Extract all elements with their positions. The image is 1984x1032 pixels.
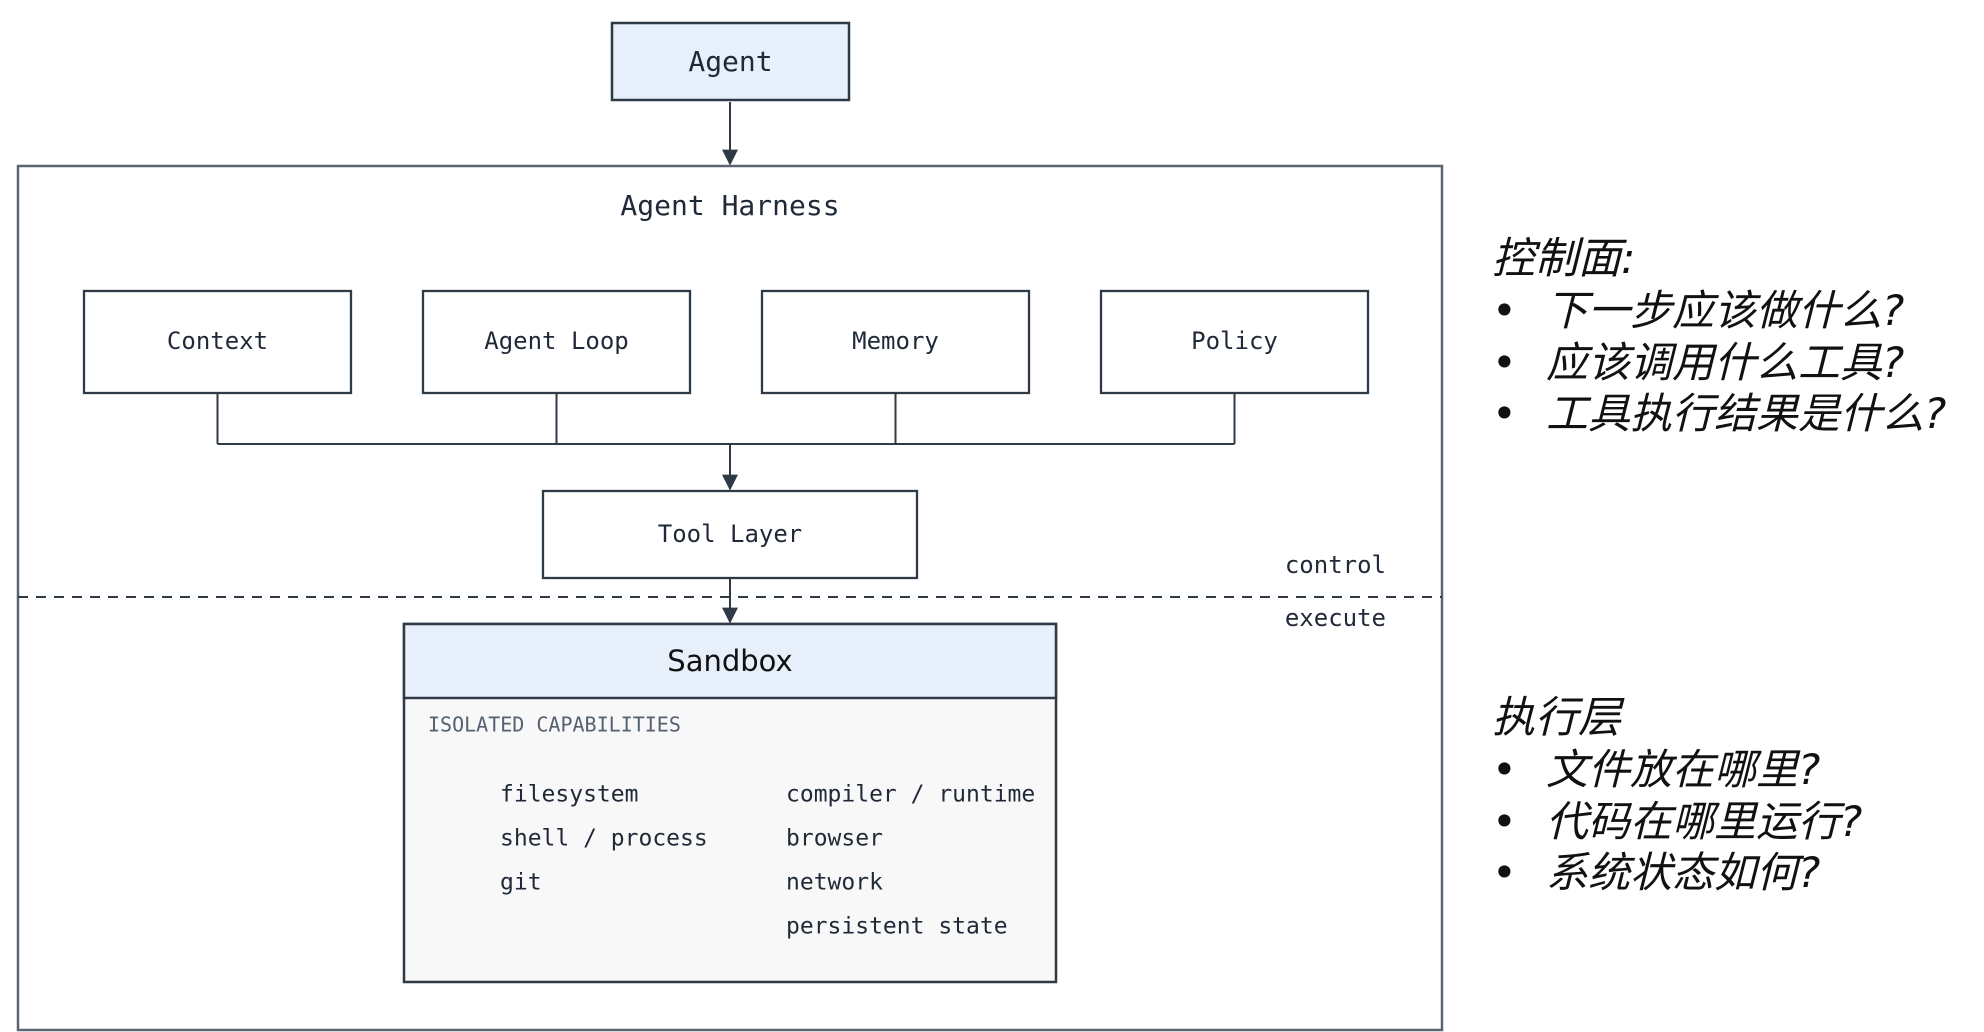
bullet-icon: • xyxy=(1492,745,1517,795)
control-plane-question-text: 下一步应该做什么? xyxy=(1546,286,1905,336)
capability-network: network xyxy=(786,870,883,896)
control-plane-question: • 应该调用什么工具? xyxy=(1492,337,1962,388)
capability-filesystem: filesystem xyxy=(500,782,638,808)
execution-layer-question-list: • 文件放在哪里? • 代码在哪里运行? • 系统状态如何? xyxy=(1492,744,1962,898)
execution-layer-question-text: 代码在哪里运行? xyxy=(1546,796,1863,846)
agent-loop-box xyxy=(421,289,692,395)
isolated-capabilities-label: ISOLATED CAPABILITIES xyxy=(428,713,681,737)
memory-box xyxy=(760,289,1031,395)
bullet-icon: • xyxy=(1492,847,1517,897)
capability-persistent-state: persistent state xyxy=(786,914,1008,940)
execution-layer-title: 执行层 xyxy=(1492,693,1621,743)
policy-label: Policy xyxy=(1191,327,1278,355)
control-plane-question: • 工具执行结果是什么? xyxy=(1492,388,1962,439)
execution-layer-question-text: 系统状态如何? xyxy=(1546,847,1821,897)
control-plane-notes: 控制面: • 下一步应该做什么? • 应该调用什么工具? • 工具执行结果是什么? xyxy=(1492,233,1962,439)
context-label: Context xyxy=(167,327,268,355)
sandbox-capabilities-right: compiler / runtime browser network persi… xyxy=(786,782,1035,940)
capability-git: git xyxy=(500,870,542,896)
bullet-icon: • xyxy=(1492,286,1517,336)
control-plane-question-text: 应该调用什么工具? xyxy=(1546,337,1905,387)
execution-layer-question: • 文件放在哪里? xyxy=(1492,744,1962,795)
control-plane-question-text: 工具执行结果是什么? xyxy=(1546,388,1947,438)
execution-layer-notes: 执行层 • 文件放在哪里? • 代码在哪里运行? • 系统状态如何? xyxy=(1492,692,1962,898)
control-label: control xyxy=(1285,551,1386,579)
capability-shell-process: shell / process xyxy=(500,826,708,852)
execution-layer-question: • 代码在哪里运行? xyxy=(1492,796,1962,847)
capability-browser: browser xyxy=(786,826,883,852)
control-plane-title: 控制面: xyxy=(1492,234,1636,284)
sandbox-header xyxy=(402,622,1058,700)
context-box xyxy=(82,289,353,395)
agent-harness-title: Agent Harness xyxy=(620,189,839,222)
bullet-icon: • xyxy=(1492,388,1517,438)
bullet-icon: • xyxy=(1492,796,1517,846)
component-connectors xyxy=(216,393,1236,445)
tool-layer-label: Tool Layer xyxy=(658,520,803,548)
control-plane-question: • 下一步应该做什么? xyxy=(1492,285,1962,336)
execution-layer-question: • 系统状态如何? xyxy=(1492,847,1962,898)
agent-box xyxy=(610,21,851,102)
tool-layer-box xyxy=(541,489,919,580)
agent-loop-label: Agent Loop xyxy=(484,327,629,355)
bullet-icon: • xyxy=(1492,337,1517,387)
execution-layer-question-text: 文件放在哪里? xyxy=(1546,745,1821,795)
execute-label: execute xyxy=(1285,604,1386,632)
agent-label: Agent xyxy=(688,45,772,78)
capability-compiler-runtime: compiler / runtime xyxy=(786,782,1035,808)
memory-label: Memory xyxy=(852,327,939,355)
sandbox-title: Sandbox xyxy=(667,644,792,678)
sandbox-capabilities-left: filesystem shell / process git xyxy=(500,782,708,896)
control-plane-question-list: • 下一步应该做什么? • 应该调用什么工具? • 工具执行结果是什么? xyxy=(1492,285,1962,439)
